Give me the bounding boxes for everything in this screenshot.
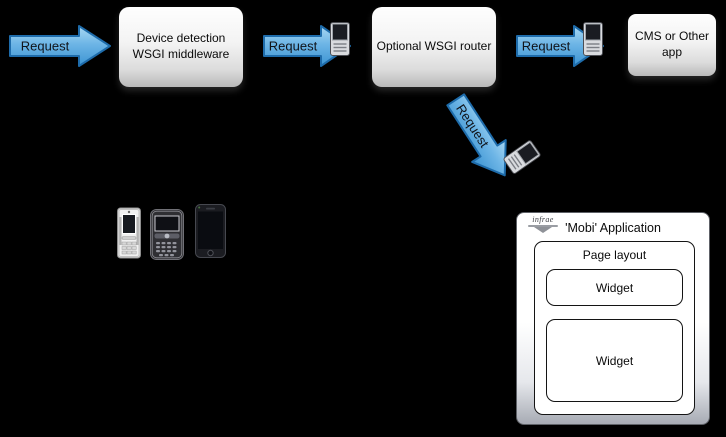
request-arrow-diagonal: Request: [436, 86, 525, 190]
request-arrow-2: Request: [262, 24, 352, 68]
mobi-application-title: 'Mobi' Application: [565, 221, 661, 235]
infrae-logo-arrow-icon: [534, 227, 552, 233]
mobile-phone-icon: [498, 139, 541, 178]
widget-box-2: Widget: [546, 319, 683, 402]
mobile-phone-icon: [330, 22, 350, 61]
page-layout-box: Page layout Widget Widget: [534, 241, 695, 415]
optional-wsgi-router-label: Optional WSGI router: [376, 39, 492, 54]
request-arrow-2-label: Request: [269, 39, 318, 54]
request-arrow-3: Request: [515, 24, 605, 68]
blackberry-phone-icon: [150, 209, 184, 265]
infrae-logo-swoosh: [528, 225, 558, 227]
mobile-phone-icon: [583, 22, 603, 61]
device-detection-middleware-box: Device detection WSGI middleware: [119, 7, 243, 87]
widget-2-label: Widget: [595, 353, 634, 368]
iphone-icon: [195, 204, 226, 263]
arrow-shape: [9, 25, 111, 67]
widget-1-label: Widget: [595, 280, 634, 295]
widget-box-1: Widget: [546, 269, 683, 306]
infrae-logo-text: infrae: [532, 215, 554, 224]
page-layout-label: Page layout: [582, 248, 647, 262]
request-arrow-1: Request: [8, 24, 112, 68]
arrow-shape: [516, 25, 604, 67]
infrae-logo: infrae: [523, 216, 563, 233]
optional-wsgi-router-box: Optional WSGI router: [372, 7, 496, 87]
mobi-application-window: infrae 'Mobi' Application Page layout Wi…: [516, 212, 710, 425]
arrow-shape: [263, 25, 351, 67]
request-arrow-3-label: Request: [522, 39, 571, 54]
cms-or-other-app-label: CMS or Other app: [634, 29, 709, 59]
device-detection-middleware-label: Device detection WSGI middleware: [132, 31, 230, 61]
nokia-feature-phone-icon: [117, 207, 141, 264]
request-arrow-1-label: Request: [21, 39, 70, 54]
cms-or-other-app-box: CMS or Other app: [628, 14, 716, 76]
arrow-shape: [446, 93, 507, 177]
